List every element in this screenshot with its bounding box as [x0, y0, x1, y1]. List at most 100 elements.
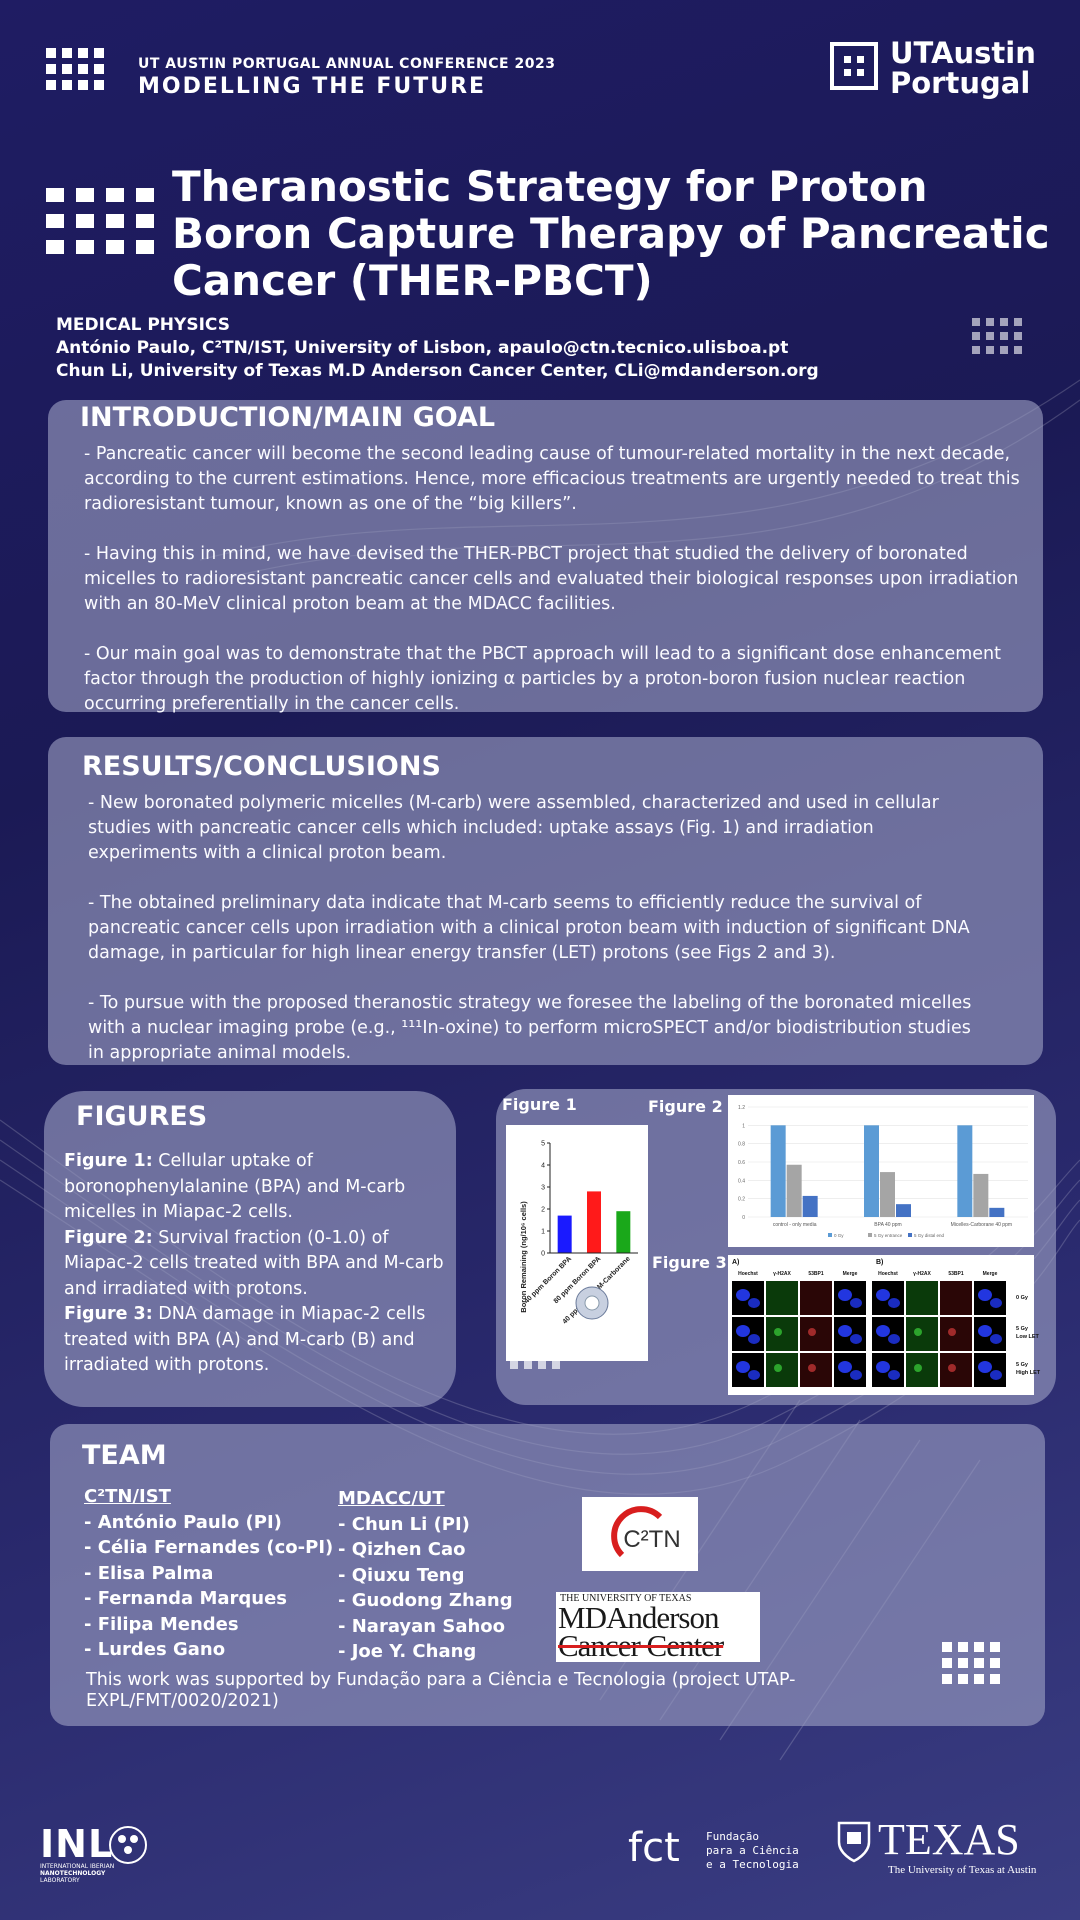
fig2-category-label: BPA 40 ppm [874, 1222, 901, 1228]
ut-texas-logo: TEXAS The University of Texas at Austin [836, 1818, 1046, 1880]
fig3-nucleus [888, 1298, 900, 1308]
fig3-nucleus [990, 1298, 1002, 1308]
fig3-nucleus [736, 1289, 750, 1301]
fig1-caption: Cellular uptake of boronophenylalanine (… [64, 1151, 406, 1222]
fig3-foci [914, 1364, 922, 1372]
fig2-legend-swatch [868, 1233, 872, 1237]
micelle-illustration [575, 1286, 609, 1320]
fig3-foci [808, 1364, 816, 1372]
fig3-nucleus [736, 1361, 750, 1373]
fig3-column-label: γ-H2AX [773, 1271, 791, 1277]
fig2-ytick-label: 0.2 [738, 1197, 745, 1203]
fig3-nucleus [876, 1361, 890, 1373]
fig2-ytick-label: 1.2 [738, 1105, 745, 1111]
mda-line1: MDAnderson [558, 1600, 720, 1635]
funding-acknowledgement: This work was supported by Fundação para… [86, 1670, 796, 1711]
utaustin-portugal-logo: UTAustin Portugal [830, 38, 1036, 100]
intro-paragraph-1: - Pancreatic cancer will become the seco… [84, 444, 1020, 514]
texas-logo-text: TEXAS [878, 1815, 1020, 1864]
fig3-micrograph [766, 1353, 798, 1387]
fig3-nucleus [850, 1298, 862, 1308]
fig3-micrograph [766, 1317, 798, 1351]
team-column-mdacc: MDACC/UT - Chun Li (PI) - Qizhen Cao - Q… [338, 1486, 513, 1665]
fig2-bar [770, 1125, 786, 1217]
fig2-bar [864, 1125, 879, 1217]
fig3-nucleus [850, 1370, 862, 1380]
inl-sub-2: NANOTECHNOLOGY [40, 1870, 106, 1877]
intro-paragraph-3: - Our main goal was to demonstrate that … [84, 644, 1001, 714]
texas-sub: The University of Texas at Austin [888, 1864, 1037, 1876]
c2tn-logo-arc-icon: C²TN [611, 1506, 681, 1558]
fct-line3: e a Tecnologia [706, 1858, 799, 1871]
fig2-bar [957, 1125, 973, 1217]
fig3-foci [948, 1328, 956, 1336]
fig3-nucleus [748, 1334, 760, 1344]
results-heading: RESULTS/CONCLUSIONS [82, 751, 441, 782]
fig1-bar [587, 1191, 601, 1253]
figure-dotgrid-icon [510, 1333, 560, 1369]
fct-line2: para a Ciência [706, 1844, 799, 1857]
fig2-bar [880, 1172, 895, 1217]
fig3-micrograph [906, 1317, 938, 1351]
fct-line1: Fundação [706, 1830, 759, 1843]
team-member: - Lurdes Gano [84, 1639, 226, 1660]
conference-logo-icon [46, 48, 104, 90]
team-member: - António Paulo (PI) [84, 1511, 282, 1533]
author-1: António Paulo, C²TN/IST, University of L… [56, 338, 789, 358]
poster-title: Theranostic Strategy for Proton Boron Ca… [172, 163, 1052, 304]
fig3-nucleus [838, 1289, 852, 1301]
team-member: - Filipa Mendes [84, 1613, 239, 1635]
c2tn-logo-text: C²TN [623, 1526, 680, 1553]
fig2-ytick-label: 0.4 [738, 1178, 745, 1184]
conference-name: UT AUSTIN PORTUGAL ANNUAL CONFERENCE 202… [138, 56, 556, 72]
fig3-foci [774, 1328, 782, 1336]
fct-logo: fct Fundação para a Ciência e a Tecnolog… [628, 1828, 808, 1878]
fig3-nucleus [990, 1370, 1002, 1380]
fig3-row-label: 5 Gy [1016, 1326, 1029, 1332]
fig2-title: Figure 2 [648, 1097, 723, 1116]
fig3-caption-label: Figure 3: [64, 1304, 153, 1324]
fig2-legend-swatch [828, 1233, 832, 1237]
fig3-nucleus [978, 1289, 992, 1301]
intro-panel: INTRODUCTION/MAIN GOAL - Pancreatic canc… [48, 400, 1043, 714]
fig2-ytick-label: 1 [742, 1123, 745, 1129]
fig3-nucleus [888, 1370, 900, 1380]
logo-line2: Portugal [890, 66, 1031, 100]
fig1-ylabel: Boron Remaining (ng/10⁶ cells) [519, 1201, 528, 1313]
title-line3: Cancer (THER-PBCT) [172, 256, 653, 305]
fig3-nucleus [736, 1325, 750, 1337]
fig2-legend-label: 5 Gy distal end [914, 1233, 945, 1238]
team-member: - Chun Li (PI) [338, 1513, 470, 1535]
inl-dots-icon [109, 1826, 147, 1864]
fig3-micrograph [940, 1281, 972, 1315]
fig1-ytick-label: 2 [541, 1207, 545, 1214]
team-member: - Guodong Zhang [338, 1590, 513, 1611]
fig3-nucleus [978, 1361, 992, 1373]
fig3-column-label: Hoechst [878, 1271, 898, 1277]
fig1-bar [616, 1211, 631, 1253]
fig3-micrograph [906, 1281, 938, 1315]
fig2-bar [989, 1207, 1005, 1217]
intro-paragraph-2: - Having this in mind, we have devised t… [84, 544, 1019, 614]
fig3-micrograph [766, 1281, 798, 1315]
team-ist-heading: C²TN/IST [84, 1486, 171, 1507]
inl-sub-3: LABORATORY [40, 1877, 80, 1884]
fig2-ytick-label: 0.6 [738, 1160, 745, 1166]
texas-shield-icon [837, 1821, 871, 1863]
results-panel: RESULTS/CONCLUSIONS - New boronated poly… [48, 737, 1043, 1065]
fig3-panel-a: A) [732, 1259, 739, 1266]
authors-block: MEDICAL PHYSICS António Paulo, C²TN/IST,… [56, 314, 819, 383]
title-dotgrid-icon [46, 188, 154, 254]
team-panel: TEAM C²TN/IST - António Paulo (PI) - Cél… [50, 1424, 1045, 1726]
mda-small-text: THE UNIVERSITY OF TEXAS [560, 1593, 692, 1604]
fig2-caption-label: Figure 2: [64, 1227, 153, 1248]
fig3-row-label: Low LET [1016, 1334, 1040, 1340]
fig3-title: Figure 3 [652, 1253, 727, 1272]
fig3-nucleus [850, 1334, 862, 1344]
fig1-caption-label: Figure 1: [64, 1151, 153, 1171]
fig3-foci [948, 1364, 956, 1372]
fig1-ytick-label: 0 [541, 1251, 545, 1258]
team-member: - Qiuxu Teng [338, 1564, 465, 1586]
